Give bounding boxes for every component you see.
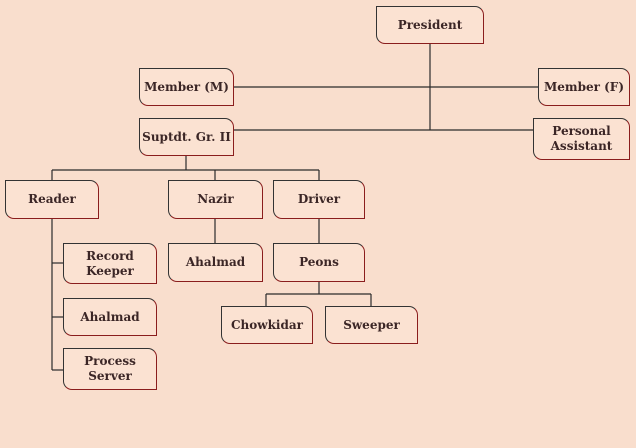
box-member-f: Member (F) — [538, 68, 630, 106]
box-process-server: Process Server — [63, 348, 157, 390]
box-nazir: Nazir — [168, 180, 263, 219]
box-personal-assistant: Personal Assistant — [533, 118, 630, 160]
box-ahalmad-reader: Ahalmad — [63, 298, 157, 336]
box-record-keeper: Record Keeper — [63, 243, 157, 284]
box-president: President — [376, 6, 484, 44]
box-peons: Peons — [273, 243, 365, 282]
box-supdt: Suptdt. Gr. II — [139, 118, 234, 156]
box-chowkidar: Chowkidar — [221, 306, 313, 344]
box-sweeper: Sweeper — [325, 306, 418, 344]
box-driver: Driver — [273, 180, 365, 219]
box-ahalmad-nazir: Ahalmad — [168, 243, 263, 282]
box-reader: Reader — [5, 180, 99, 219]
box-member-m: Member (M) — [139, 68, 234, 106]
